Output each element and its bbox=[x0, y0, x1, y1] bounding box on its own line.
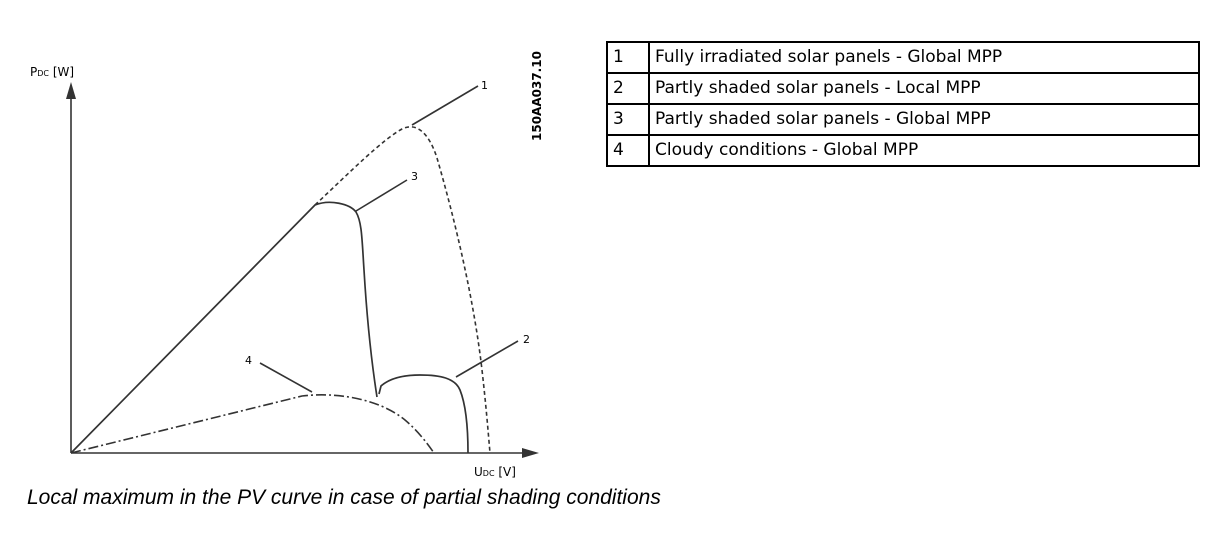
legend-row: 4 Cloudy conditions - Global MPP bbox=[606, 134, 1200, 167]
callout-3-label: 3 bbox=[411, 170, 418, 183]
callout-2-leader bbox=[455, 340, 519, 378]
callout-3-leader bbox=[355, 179, 408, 212]
legend-number: 3 bbox=[606, 103, 650, 136]
legend-row: 1 Fully irradiated solar panels - Global… bbox=[606, 41, 1200, 74]
legend-number: 4 bbox=[606, 134, 650, 167]
y-axis-label: PDC [W] bbox=[30, 65, 74, 79]
x-axis-arrow bbox=[522, 448, 539, 458]
drawing-code: 150AA037.10 bbox=[530, 51, 544, 141]
legend-text: Cloudy conditions - Global MPP bbox=[648, 134, 1200, 167]
y-axis-arrow bbox=[66, 82, 76, 99]
legend-table: 1 Fully irradiated solar panels - Global… bbox=[606, 41, 1200, 167]
curve-1-fully-irradiated bbox=[314, 126, 491, 454]
curve-2-local-mpp bbox=[378, 374, 469, 454]
figure-caption: Local maximum in the PV curve in case of… bbox=[27, 486, 661, 509]
callout-1-label: 1 bbox=[481, 79, 488, 92]
legend-number: 2 bbox=[606, 72, 650, 105]
legend-text: Partly shaded solar panels - Global MPP bbox=[648, 103, 1200, 136]
x-axis-label: UDC [V] bbox=[474, 465, 516, 479]
curve-partly-shaded bbox=[70, 201, 378, 454]
callout-1-leader bbox=[411, 85, 479, 126]
legend-row: 2 Partly shaded solar panels - Local MPP bbox=[606, 72, 1200, 105]
callout-4-leader bbox=[259, 362, 313, 393]
pv-curve-diagram: PDC [W] UDC [V] 150AA037.10 1 3 2 4 bbox=[30, 51, 544, 479]
legend-number: 1 bbox=[606, 41, 650, 74]
legend-row: 3 Partly shaded solar panels - Global MP… bbox=[606, 103, 1200, 136]
legend-text: Partly shaded solar panels - Local MPP bbox=[648, 72, 1200, 105]
legend-text: Fully irradiated solar panels - Global M… bbox=[648, 41, 1200, 74]
callout-2-label: 2 bbox=[523, 333, 530, 346]
callout-4-label: 4 bbox=[245, 354, 252, 367]
curve-4-cloudy bbox=[70, 394, 435, 454]
